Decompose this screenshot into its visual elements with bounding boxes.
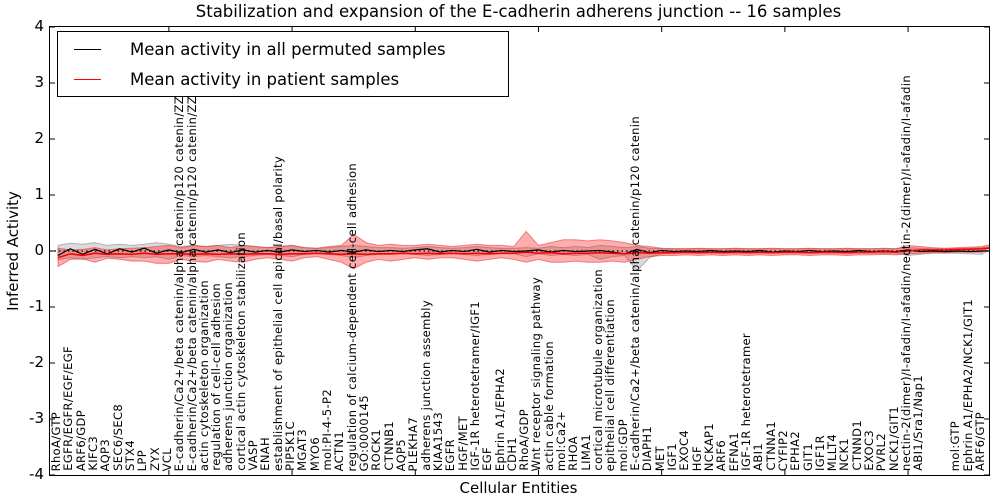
y-tick-label: 0: [34, 241, 44, 259]
legend-entry-patient: Mean activity in patient samples: [74, 64, 508, 94]
permuted-line-swatch: [74, 48, 101, 50]
y-tick-label: 4: [34, 17, 44, 35]
y-tick-label: 1: [34, 185, 44, 203]
y-axis-label: Inferred Activity: [4, 191, 22, 311]
y-tick-label: -4: [29, 465, 44, 483]
chart-title: Stabilization and expansion of the E-cad…: [195, 2, 842, 21]
plot-area: [49, 26, 990, 476]
y-tick-label: -3: [29, 409, 44, 427]
y-tick-label: 2: [34, 129, 44, 147]
legend-label-permuted: Mean activity in all permuted samples: [130, 39, 446, 59]
chart-canvas: [50, 27, 989, 475]
y-tick-label: 3: [34, 73, 44, 91]
legend-entry-permuted: Mean activity in all permuted samples: [74, 34, 508, 64]
x-axis-label: Cellular Entities: [459, 479, 578, 497]
line-patient-mean: [57, 247, 989, 259]
y-tick-label: -1: [29, 297, 44, 315]
legend: Mean activity in all permuted samples Me…: [57, 31, 509, 97]
y-tick-label: -2: [29, 353, 44, 371]
patient-line-swatch: [74, 78, 101, 80]
legend-label-patient: Mean activity in patient samples: [130, 69, 400, 89]
